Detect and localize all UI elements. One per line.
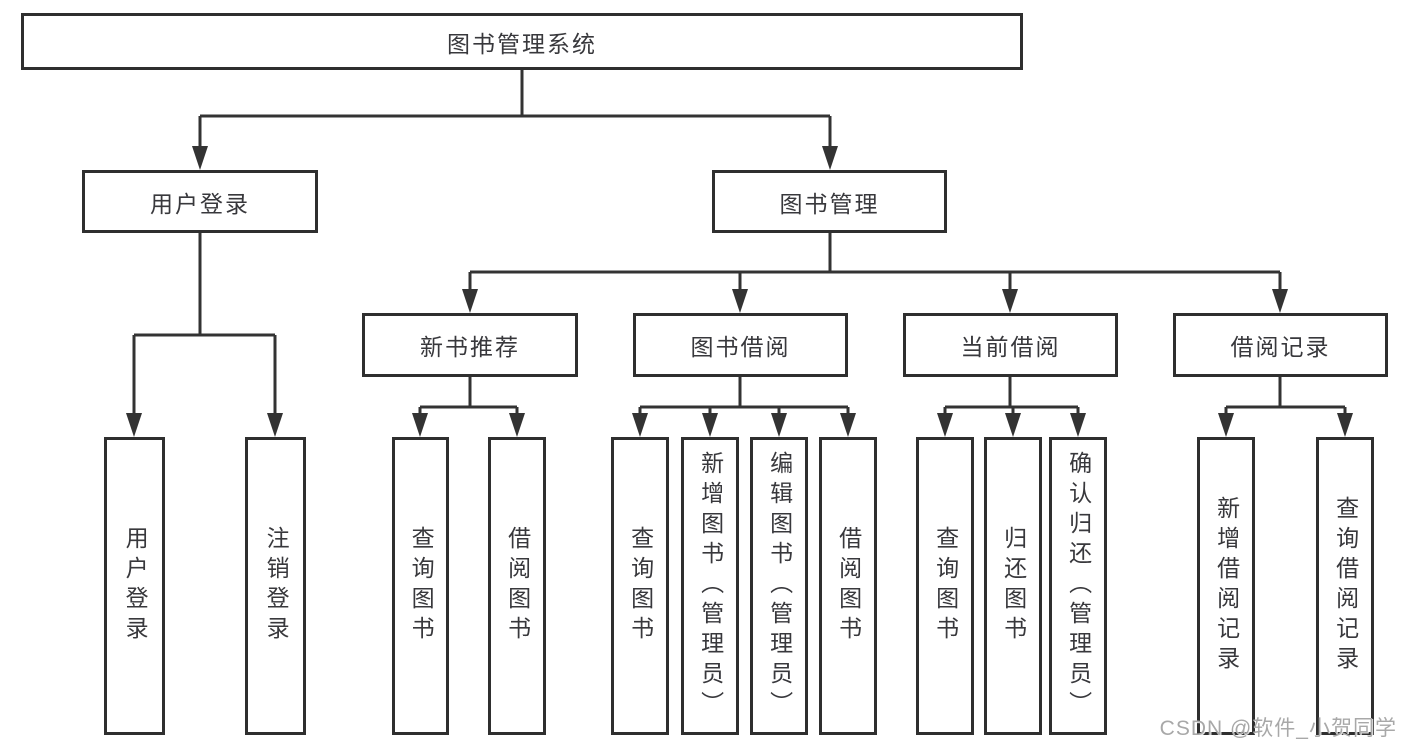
node-new-book-recommendation: 新书推荐: [362, 313, 578, 377]
leaf-borrow-books: 借阅图书: [819, 437, 877, 735]
node-label: 注销登录: [263, 526, 290, 646]
node-label: 查询图书: [932, 526, 959, 646]
leaf-add-book-admin: 新增图书（管理员）: [681, 437, 739, 735]
node-label: 用户登录: [150, 190, 250, 217]
leaf-query-borrow-record: 查询借阅记录: [1316, 437, 1374, 735]
node-user-login: 用户登录: [82, 170, 318, 233]
leaf-query-books-current: 查询图书: [916, 437, 974, 735]
leaf-query-books-borrow: 查询图书: [611, 437, 669, 735]
node-label: 新增图书（管理员）: [697, 451, 724, 721]
leaf-edit-book-admin: 编辑图书（管理员）: [750, 437, 808, 735]
node-label: 查询借阅记录: [1332, 496, 1359, 676]
node-label: 借阅图书: [835, 526, 862, 646]
node-label: 新书推荐: [420, 334, 520, 360]
node-label: 图书管理: [779, 190, 880, 217]
node-label: 新增借阅记录: [1213, 496, 1240, 676]
leaf-return-book: 归还图书: [984, 437, 1042, 735]
node-label: 图书借阅: [690, 334, 791, 360]
arrowheads: [126, 146, 1353, 437]
leaf-confirm-return-admin: 确认归还（管理员）: [1049, 437, 1107, 735]
leaf-user-login: 用户登录: [104, 437, 165, 735]
node-borrowing-records: 借阅记录: [1173, 313, 1388, 377]
node-label: 当前借阅: [960, 334, 1061, 360]
node-label: 查询图书: [408, 526, 435, 646]
node-book-borrowing: 图书借阅: [633, 313, 848, 377]
leaf-logout: 注销登录: [245, 437, 306, 735]
node-book-management: 图书管理: [712, 170, 947, 233]
node-label: 确认归还（管理员）: [1065, 451, 1092, 721]
node-label: 借阅图书: [504, 526, 531, 646]
leaf-query-books-recommend: 查询图书: [392, 437, 449, 735]
node-label: 用户登录: [122, 526, 149, 646]
node-library-management-system: 图书管理系统: [21, 13, 1023, 70]
leaf-borrow-books-recommend: 借阅图书: [488, 437, 546, 735]
node-label: 查询图书: [627, 526, 654, 646]
csdn-watermark: CSDN @软件_小贺同学: [1159, 717, 1397, 740]
node-label: 编辑图书（管理员）: [766, 451, 793, 721]
node-label: 图书管理系统: [447, 30, 597, 57]
node-current-borrowing: 当前借阅: [903, 313, 1118, 377]
node-label: 归还图书: [1000, 526, 1027, 646]
node-label: 借阅记录: [1230, 334, 1331, 360]
leaf-add-borrow-record: 新增借阅记录: [1197, 437, 1255, 735]
